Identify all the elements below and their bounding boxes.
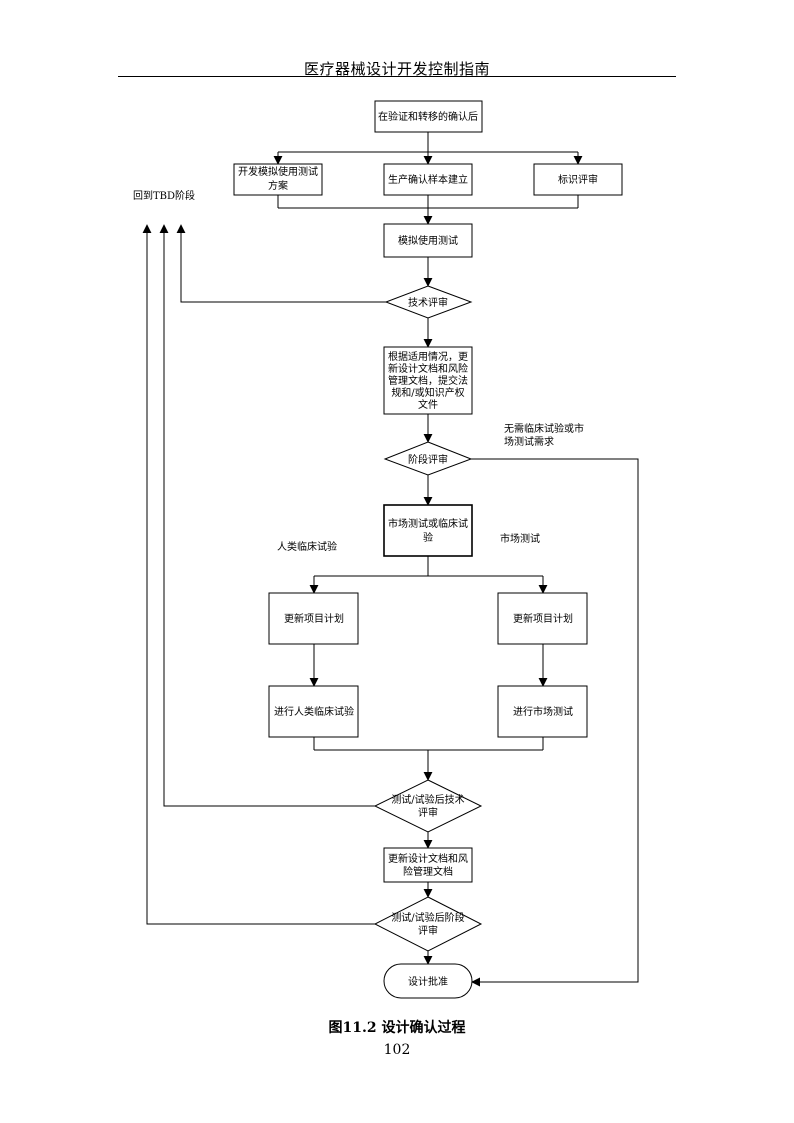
- node-stage-review: 阶段评审: [383, 441, 473, 476]
- node-update-plan-left-line-1: 更新项目计划: [284, 612, 344, 625]
- figure-caption: 图11.2 设计确认过程: [328, 1020, 466, 1036]
- node-update-docs-line-3: 管理文档，提交法: [388, 374, 468, 387]
- label-back-to-tbd: 回到TBD阶段: [133, 189, 195, 202]
- node-update-docs-line-1: 根据适用情况，更: [388, 350, 468, 363]
- node-update-plan-left: 更新项目计划: [268, 592, 359, 645]
- conn-post-tech-feedback: [159, 224, 375, 807]
- node-sim-test-line-1: 模拟使用测试: [398, 234, 458, 247]
- node-update-docs-line-2: 新设计文档和风险: [388, 362, 468, 375]
- node-market-or-clinical-line-1: 市场测试或临床试: [388, 517, 468, 530]
- node-label-review: 标识评审: [533, 163, 623, 196]
- page-number: 102: [383, 1042, 411, 1058]
- node-prod-sample: 生产确认样本建立: [383, 163, 473, 196]
- node-do-market-line-1: 进行市场测试: [513, 705, 573, 718]
- node-update-plan-right: 更新项目计划: [497, 592, 588, 645]
- node-market-or-clinical-line-2: 验: [423, 531, 433, 544]
- node-update-docs: 根据适用情况，更 新设计文档和风险 管理文档，提交法 规和/或知识产权 文件: [383, 346, 473, 415]
- conn-stage-bypass: [471, 458, 639, 987]
- node-post-tech-review-line-2: 评审: [418, 806, 438, 819]
- node-confirm-after-line-1: 在验证和转移的确认后: [378, 110, 478, 123]
- node-tech-review: 技术评审: [384, 285, 473, 319]
- label-no-trial-needed-line-2: 场测试需求: [504, 435, 554, 448]
- node-stage-review-line-1: 阶段评审: [408, 453, 448, 466]
- label-human-clinical: 人类临床试验: [277, 540, 337, 553]
- node-update-design-risk-line-1: 更新设计文档和风: [388, 852, 468, 865]
- node-post-stage-review-line-1: 测试/试验后阶段: [391, 911, 464, 924]
- conn-tech-feedback: [176, 224, 386, 303]
- node-tech-review-line-1: 技术评审: [408, 296, 448, 309]
- node-do-clinical-line-1: 进行人类临床试验: [274, 705, 354, 718]
- node-confirm-after: 在验证和转移的确认后: [374, 100, 483, 133]
- node-update-plan-right-line-1: 更新项目计划: [513, 612, 573, 625]
- label-market-test: 市场测试: [500, 532, 540, 545]
- node-post-stage-review: 测试/试验后阶段 评审: [373, 896, 483, 952]
- node-label-review-line-1: 标识评审: [558, 173, 598, 186]
- label-no-trial-needed-line-1: 无需临床试验或市: [504, 422, 584, 435]
- conn-post-stage-feedback: [142, 224, 375, 925]
- header-rule: [118, 76, 676, 77]
- node-update-design-risk: 更新设计文档和风 险管理文档: [383, 847, 473, 883]
- connectors: [142, 132, 639, 987]
- node-design-approval: 设计批准: [383, 963, 473, 999]
- node-dev-protocol-line-2: 方案: [268, 179, 288, 192]
- node-post-tech-review-line-1: 测试/试验后技术: [391, 793, 464, 806]
- node-dev-protocol: 开发模拟使用测试 方案: [233, 163, 323, 196]
- node-update-docs-line-4: 规和/或知识产权: [391, 386, 464, 399]
- node-design-approval-line-1: 设计批准: [408, 975, 448, 988]
- node-prod-sample-line-1: 生产确认样本建立: [388, 173, 468, 186]
- page-header-title: 医疗器械设计开发控制指南: [303, 60, 490, 78]
- node-do-market: 进行市场测试: [497, 685, 588, 738]
- node-do-clinical: 进行人类临床试验: [268, 685, 359, 738]
- node-post-tech-review: 测试/试验后技术 评审: [373, 779, 483, 833]
- node-update-docs-line-5: 文件: [418, 398, 438, 411]
- node-dev-protocol-line-1: 开发模拟使用测试: [238, 165, 318, 178]
- node-sim-test: 模拟使用测试: [383, 223, 473, 258]
- node-post-stage-review-line-2: 评审: [418, 924, 438, 937]
- node-market-or-clinical: 市场测试或临床试 验: [383, 504, 473, 557]
- node-update-design-risk-line-2: 险管理文档: [403, 865, 453, 878]
